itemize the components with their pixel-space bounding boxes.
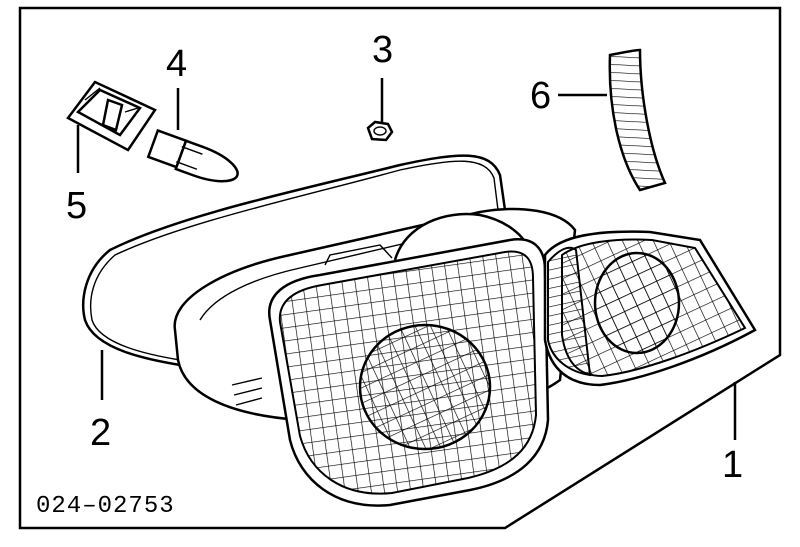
frame-border xyxy=(18,6,782,530)
part-4-bulb xyxy=(146,128,239,183)
part-5-bulb-holder xyxy=(66,80,157,152)
lens-lamp-left xyxy=(358,323,492,451)
part-1-tail-light-assembly xyxy=(82,154,757,507)
callout-1: 1 xyxy=(722,444,743,486)
part-2-wire-harness xyxy=(82,154,507,367)
callout-2: 2 xyxy=(90,412,111,454)
lens-lamp-right xyxy=(593,251,681,355)
callout-4: 4 xyxy=(166,43,187,85)
part-6-reflector xyxy=(608,48,667,192)
part-3-nut xyxy=(366,120,394,142)
callout-5: 5 xyxy=(66,185,87,227)
callout-6: 6 xyxy=(530,75,551,117)
diagram-reference-number: 024–02753 xyxy=(36,493,175,520)
callout-3: 3 xyxy=(372,29,393,71)
leader-lines xyxy=(76,78,737,440)
